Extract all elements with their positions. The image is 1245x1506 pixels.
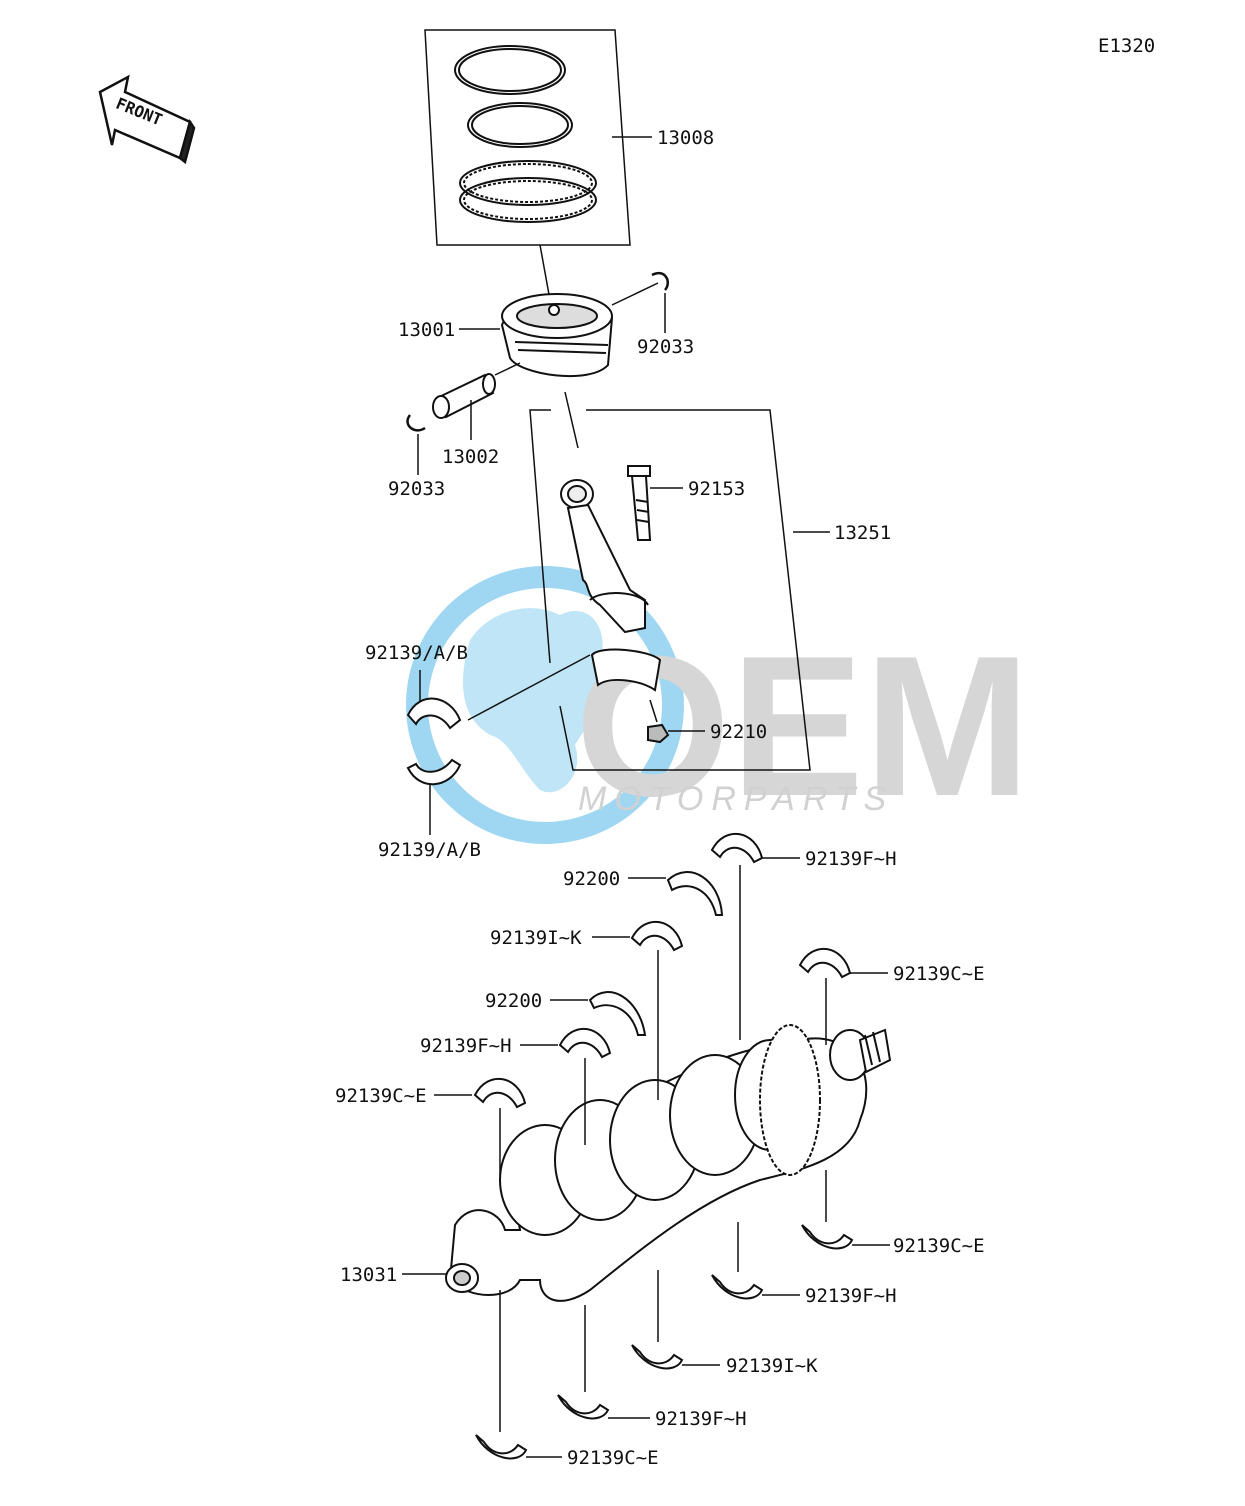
main-bearing-lower-3: [631, 1270, 720, 1370]
label-92139ab-bottom: 92139/A/B: [378, 839, 481, 861]
circlip-left-icon: [406, 414, 426, 432]
label-92139fh-3: 92139F~H: [805, 1285, 897, 1307]
connecting-rod: [560, 479, 649, 634]
oem-watermark: OEM MOTORPARTS: [406, 566, 1031, 844]
main-bearing-upper-4: [520, 1027, 612, 1145]
conrod-bearing-upper: [406, 697, 462, 730]
globe-continents-icon: [462, 608, 605, 793]
label-92139ab-top: 92139/A/B: [365, 642, 468, 664]
thrust-washer-lower: [588, 991, 647, 1036]
label-13251: 13251: [834, 522, 891, 544]
piston: [500, 244, 614, 378]
conrod-cap: [590, 648, 662, 692]
label-92139ce-3: 92139C~E: [893, 1235, 985, 1257]
main-bearing-upper-5: [434, 1077, 527, 1175]
watermark-sub: MOTORPARTS: [578, 780, 894, 818]
diagram-code: E1320: [1098, 35, 1155, 57]
main-bearing-lower-1: [801, 1170, 890, 1250]
piston-ring-set: [424, 29, 631, 246]
main-bearing-lower-5: [475, 1290, 562, 1460]
main-bearing-upper-2: [592, 920, 684, 1100]
label-92139fh-2: 92139F~H: [420, 1035, 512, 1057]
label-92210: 92210: [710, 721, 767, 743]
label-92139ik-1: 92139I~K: [490, 927, 582, 949]
label-92200-2: 92200: [485, 990, 542, 1012]
label-92139ik-2: 92139I~K: [726, 1355, 818, 1377]
crankshaft: [445, 1024, 892, 1302]
label-92139ce-2: 92139C~E: [335, 1085, 427, 1107]
label-92033-right: 92033: [637, 336, 694, 358]
label-92033-left: 92033: [388, 478, 445, 500]
label-92139ce-1: 92139C~E: [893, 963, 985, 985]
conrod-assembly-frame: [529, 391, 811, 771]
main-bearing-lower-2: [711, 1222, 800, 1300]
conrod-bolt: [627, 465, 652, 541]
label-92139fh-4: 92139F~H: [655, 1408, 747, 1430]
label-13001: 13001: [398, 319, 455, 341]
main-bearing-upper-3: [798, 947, 888, 1045]
main-bearing-lower-4: [557, 1305, 650, 1420]
conrod-nut-icon: [647, 723, 670, 744]
label-13002: 13002: [442, 446, 499, 468]
piston-pin: [432, 373, 496, 419]
thrust-washer-upper: [666, 871, 724, 916]
label-92139ce-4: 92139C~E: [567, 1447, 659, 1469]
label-13031: 13031: [340, 1264, 397, 1286]
circlip-right-icon: [651, 272, 669, 291]
conrod-bearing-lower: [406, 758, 462, 786]
front-arrow-icon: FRONT: [98, 74, 196, 165]
label-13008: 13008: [657, 127, 714, 149]
label-92200-1: 92200: [563, 868, 620, 890]
label-92153: 92153: [688, 478, 745, 500]
label-92139fh-1: 92139F~H: [805, 848, 897, 870]
main-bearing-upper-1: [710, 832, 800, 1040]
